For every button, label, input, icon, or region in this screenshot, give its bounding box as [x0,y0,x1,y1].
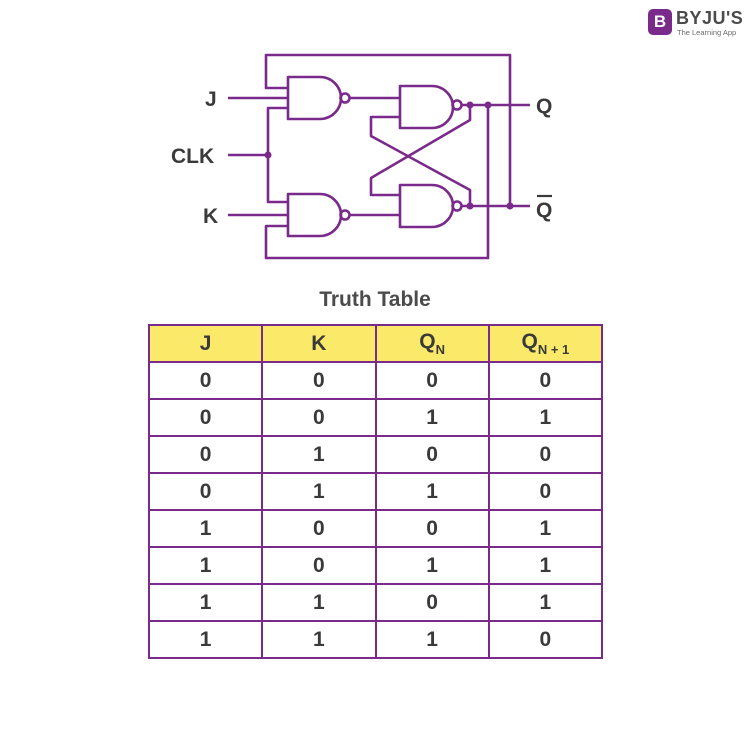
truth-table-header-row: J K QN QN + 1 [147,324,604,363]
nand-gate-k-bubble [339,209,351,221]
q-output-label: Q [536,95,552,118]
cell-qn1: 0 [487,620,604,659]
cell-qn1: 1 [487,398,604,437]
latch-gate-bottom [398,183,455,229]
j-input-label: J [205,88,217,111]
cell-qn1: 0 [487,435,604,474]
header-k: K [261,324,377,363]
latch-gate-bottom-bubble [451,200,463,212]
header-qn: QN [374,324,490,363]
cell-k: 0 [261,398,377,437]
q-junction-dot [466,101,474,109]
cell-j: 1 [147,620,264,659]
cross-coupling-qbar [369,115,472,206]
k-input-label: K [203,205,218,228]
nand-gate-k [286,192,343,238]
cell-k: 1 [261,472,377,511]
cell-qn: 1 [374,620,490,659]
cell-j: 0 [147,361,264,400]
cell-k: 1 [261,583,377,622]
cell-qn1: 1 [487,546,604,585]
cell-qn1: 1 [487,583,604,622]
cell-j: 1 [147,509,264,548]
cell-qn1: 0 [487,472,604,511]
cell-j: 1 [147,583,264,622]
cell-j: 0 [147,398,264,437]
cell-qn1: 0 [487,361,604,400]
cell-qn: 0 [374,583,490,622]
cell-qn: 0 [374,435,490,474]
qbar-output-label: Q [536,199,552,222]
header-j: J [147,324,264,363]
header-qn-base: Q [419,330,436,353]
byjus-logo: B BYJU'S The Learning App [648,8,744,38]
byjus-logo-mark: B [648,9,672,35]
cell-k: 1 [261,620,377,659]
cell-qn: 0 [374,509,490,548]
nand-gate-j-bubble [339,92,351,104]
truth-table-title: Truth Table [319,288,431,311]
nand-gate-j [286,75,343,121]
qbar-feedback-dot [506,202,514,210]
clk-input-label: CLK [171,145,214,168]
jk-flip-flop-circuit: J CLK K Q Q [171,53,552,260]
header-qn1-base: Q [521,330,538,353]
cell-qn: 0 [374,361,490,400]
q-feedback-dot [484,101,492,109]
cell-qn: 1 [374,398,490,437]
cell-j: 0 [147,472,264,511]
cell-k: 1 [261,435,377,474]
latch-gate-top [398,84,455,130]
cell-qn: 1 [374,472,490,511]
cell-qn: 1 [374,546,490,585]
byjus-logo-tagline: The Learning App [677,28,737,37]
cell-k: 0 [261,361,377,400]
byjus-logo-name: BYJU'S [676,8,744,28]
cell-j: 1 [147,546,264,585]
cell-qn1: 1 [487,509,604,548]
qbar-junction-dot [466,202,474,210]
header-qn1: QN + 1 [487,324,604,363]
header-qn1-sub: N + 1 [537,342,570,357]
cell-k: 0 [261,546,377,585]
clk-junction-dot [264,151,272,159]
header-qn-sub: N [435,342,445,357]
cell-j: 0 [147,435,264,474]
latch-gate-top-bubble [451,99,463,111]
cross-coupling-q [369,105,472,197]
cell-k: 0 [261,509,377,548]
